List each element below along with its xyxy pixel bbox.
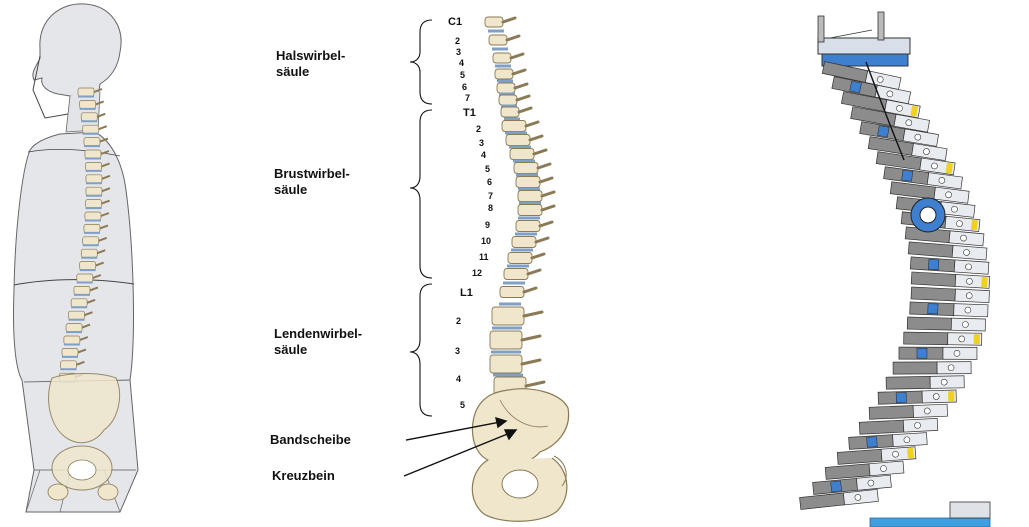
vertebra-label-l3: 3: [455, 346, 460, 357]
robot-segment: [813, 475, 892, 494]
vertebra-label-c3: 3: [456, 47, 461, 58]
vertebra-label-t7: 7: [488, 191, 493, 202]
robot-segment: [910, 302, 988, 317]
robot-segment: [907, 317, 985, 331]
robot-segment: [878, 390, 956, 404]
thoracic-label-line2: säule: [274, 182, 350, 198]
robot-segment: [859, 418, 938, 434]
robot-segment: [869, 404, 947, 419]
robot-segment: [886, 376, 964, 389]
vertebra-label-c7: 7: [465, 93, 470, 104]
lumbar-label: Lendenwirbel- säule: [274, 326, 362, 357]
robot-segment: [911, 287, 989, 303]
vertebra-label-c4: 4: [459, 58, 464, 69]
vertebra-label-t5: 5: [485, 164, 490, 175]
robot-segment: [899, 347, 977, 359]
vertebra-label-l4: 4: [456, 374, 461, 385]
vertebra-label-c2: 2: [455, 36, 460, 47]
robot-top-mount: [818, 12, 910, 66]
sacrum-label: Kreuzbein: [272, 468, 335, 484]
robot-base: [870, 502, 990, 527]
thoracic-label-line1: Brustwirbel-: [274, 166, 350, 182]
vertebra-label-t1: T1: [463, 107, 476, 120]
disc-label: Bandscheibe: [270, 432, 351, 448]
vertebra-label-c1: C1: [448, 16, 462, 29]
thoracic-label: Brustwirbel- säule: [274, 166, 350, 197]
vertebra-label-l1: L1: [460, 287, 473, 300]
vertebra-label-t4: 4: [481, 150, 486, 161]
robot-segment: [849, 433, 928, 450]
lumbar-label-line2: säule: [274, 342, 362, 358]
vertebra-label-t9: 9: [485, 220, 490, 231]
vertebra-label-t2: 2: [476, 124, 481, 135]
lumbar-label-line1: Lendenwirbel-: [274, 326, 362, 342]
vertebra-label-t6: 6: [487, 177, 492, 188]
vertebra-label-c5: 5: [460, 70, 465, 81]
vertebra-label-l5: 5: [460, 400, 465, 411]
vertebra-label-t11: 11: [479, 252, 489, 263]
robot-segment: [825, 461, 904, 479]
cervical-label-line2: säule: [276, 64, 345, 80]
vertebra-label-l2: 2: [456, 316, 461, 327]
vertebra-label-t8: 8: [488, 203, 493, 214]
robot-segments: [800, 62, 990, 510]
vertebra-label-t10: 10: [481, 236, 491, 247]
vertebra-label-c6: 6: [462, 82, 467, 93]
robot-segment: [893, 362, 971, 375]
cervical-label: Halswirbel- säule: [276, 48, 345, 79]
robot-segment: [904, 332, 982, 345]
cervical-label-line1: Halswirbel-: [276, 48, 345, 64]
robot-joint: [911, 198, 945, 232]
vertebra-label-t12: 12: [472, 268, 482, 279]
robot-segment: [911, 272, 990, 288]
vertebra-label-t3: 3: [479, 138, 484, 149]
